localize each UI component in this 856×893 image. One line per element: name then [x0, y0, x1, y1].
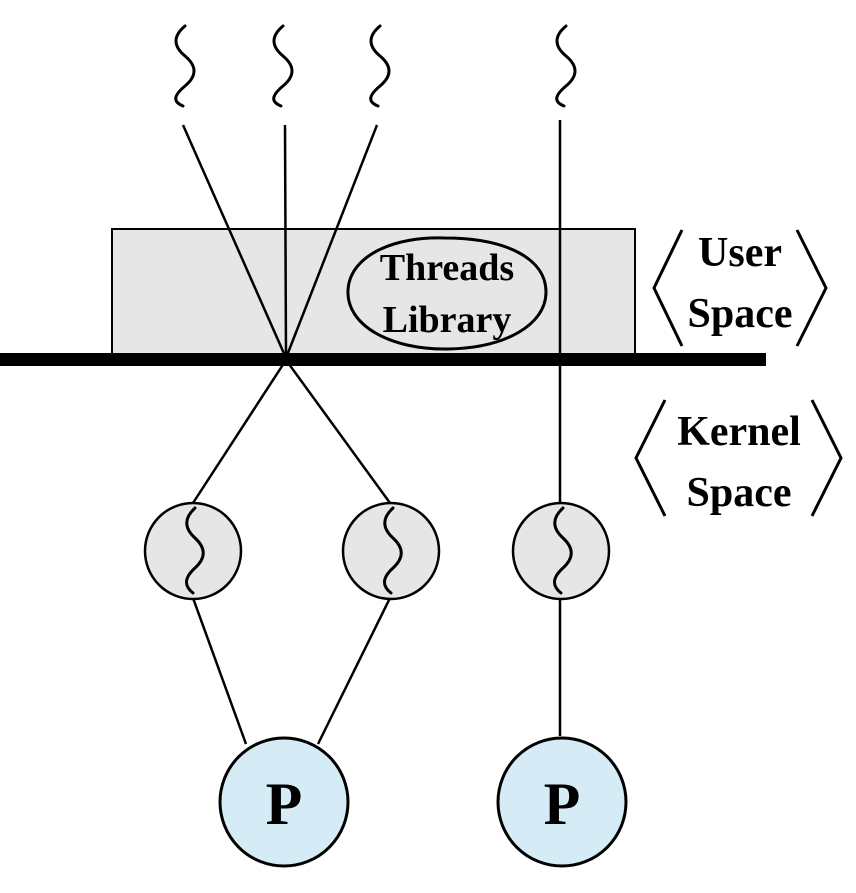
processor-label: P — [266, 771, 303, 837]
kernel-space-line1: Kernel — [677, 409, 801, 455]
user-thread-icons — [174, 24, 577, 108]
kernel-space-line2: Space — [687, 470, 792, 516]
user-thread-icon — [555, 24, 577, 108]
kernel-thread — [143, 501, 243, 601]
kernel-thread-icon — [383, 506, 403, 595]
kernel-space-label: Kernel Space — [634, 399, 843, 517]
user-thread-icon — [174, 24, 196, 108]
user-space-line1: User — [698, 230, 782, 276]
kernel-space-right-bracket — [810, 399, 843, 517]
kernel-thread — [511, 501, 611, 601]
user-space-right-bracket — [795, 229, 828, 347]
user-kernel-boundary — [0, 353, 766, 366]
library-label-line1: Threads — [380, 247, 514, 289]
processor-label: P — [544, 771, 581, 837]
kernel-space-left-bracket — [634, 399, 667, 517]
user-space-label: User Space — [652, 229, 828, 347]
user-thread-icon — [272, 24, 294, 108]
kernel-mapping-lines — [191, 359, 392, 504]
kernel-thread-icon — [553, 506, 573, 595]
processor: P — [496, 736, 628, 868]
kernel-thread-icon — [185, 506, 205, 595]
library-ellipse — [346, 236, 548, 351]
processor: P — [218, 736, 350, 868]
user-thread-icon — [369, 24, 391, 108]
library-label-line2: Library — [383, 299, 512, 341]
kernel-thread — [341, 501, 441, 601]
user-thread-lines — [181, 120, 562, 508]
threads-library-box — [111, 228, 636, 357]
processor-lines — [191, 597, 562, 745]
user-space-left-bracket — [652, 229, 684, 347]
user-space-line2: Space — [688, 291, 793, 337]
